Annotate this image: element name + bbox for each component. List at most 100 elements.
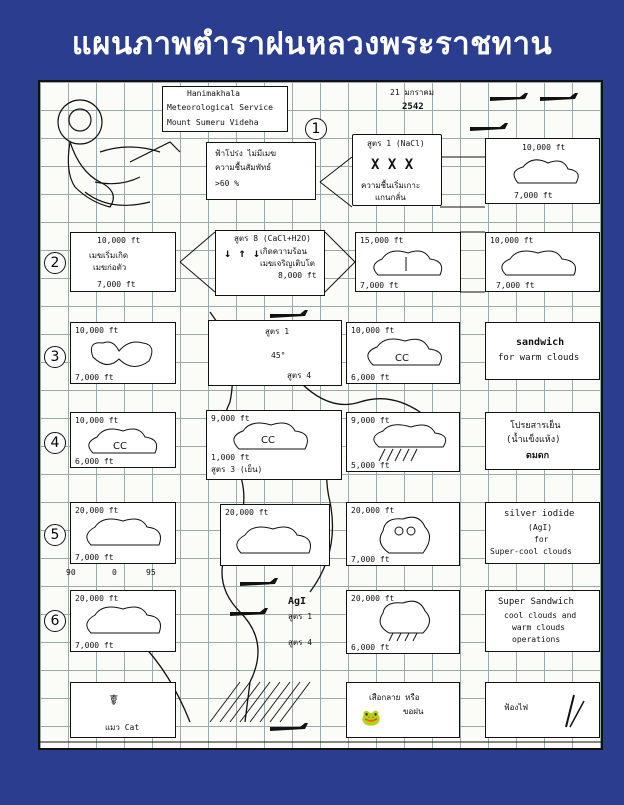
super-text-4: operations	[512, 635, 560, 644]
step3-sandwich-box: sandwich for warm clouds	[485, 322, 600, 380]
dry-ice-text-1: โปรยสารเย็น	[510, 421, 561, 431]
cloud-icon	[488, 245, 598, 281]
step3-right-alt-bottom: 6,000 ft	[351, 373, 390, 382]
step5-left-alt-top: 20,000 ft	[75, 506, 118, 515]
cloud-icon: CC	[349, 335, 457, 375]
step4-left-box: 10,000 ft CC 6,000 ft	[70, 412, 176, 468]
step3-left-alt-top: 10,000 ft	[75, 326, 118, 335]
cloud-icon	[488, 153, 598, 193]
step6-super-sandwich-box: Super Sandwich cool clouds and warm clou…	[485, 590, 600, 652]
step3-left-box: 10,000 ft 7,000 ft	[70, 322, 176, 384]
cat-symbol-icon: ☤	[109, 691, 119, 709]
header-line-2: Meteorological Service	[167, 103, 273, 112]
footer-frog-box: เสือกลาย หรือ ขอฝน 🐸	[346, 682, 460, 738]
cloud-icon	[73, 515, 173, 555]
step1-text-2: ความชื้นสัมพัทธ์	[215, 163, 271, 172]
step2-effect-2: เมฆเจริญเติบโต	[260, 259, 315, 268]
step4-right-alt-bottom: 5,000 ft	[351, 461, 390, 470]
step3-mid-box: สูตร 1 45° สูตร 4	[208, 320, 342, 386]
step1-alt-bottom: 7,000 ft	[514, 191, 553, 200]
agi-text-3: for	[534, 535, 548, 544]
cloud-icon	[358, 247, 458, 281]
step3-left-alt-bottom: 7,000 ft	[75, 373, 114, 382]
step-number-4: 4	[44, 432, 66, 454]
step2-right1-box: 15,000 ft 7,000 ft	[355, 232, 461, 292]
step6-left-box: 20,000 ft 7,000 ft	[70, 590, 176, 652]
step4-right-box: 9,000 ft 5,000 ft	[346, 412, 460, 472]
step-number-2: 2	[44, 252, 66, 274]
super-text-1: Super Sandwich	[498, 597, 574, 607]
frog-text-2: ขอฝน	[403, 707, 423, 716]
step4-left-alt-bottom: 6,000 ft	[75, 457, 114, 466]
frog-icon: 🐸	[361, 709, 381, 727]
step2-formula: สูตร 8 (CaCl+H2O)	[234, 234, 311, 243]
date-line-1: 21 มกราคม	[390, 88, 434, 97]
step1-cloud-box: 10,000 ft 7,000 ft	[485, 138, 600, 204]
step2-left-alt-bottom: 7,000 ft	[97, 280, 136, 289]
step5-right-alt-bottom: 7,000 ft	[351, 555, 390, 564]
step6-formula-2: สูตร 4	[288, 638, 312, 647]
cloud-icon	[73, 335, 173, 375]
step4-dryice-box: โปรยสารเย็น (น้ำแข็งแห้ง) ดมดก	[485, 412, 600, 470]
step-number-1: 1	[305, 118, 327, 140]
super-text-2: cool clouds and	[504, 611, 576, 620]
sandwich-title: sandwich	[516, 337, 564, 349]
frog-text-1: เสือกลาย หรือ	[369, 693, 420, 702]
step1-bottom-1: ความชื้นเริ่มเกาะ	[361, 181, 420, 190]
step1-alt-top: 10,000 ft	[522, 143, 565, 152]
step5-right-box: 20,000 ft 7,000 ft	[346, 502, 460, 566]
step5-mid-box: 20,000 ft	[220, 504, 330, 566]
step5-left-box: 20,000 ft 7,000 ft	[70, 502, 176, 564]
svg-text:CC: CC	[261, 435, 275, 446]
step5-silver-iodide-box: silver iodide (AgI) for Super-cool cloud…	[485, 502, 600, 564]
step2-right2-alt-top: 10,000 ft	[490, 236, 533, 245]
dry-ice-text-2: (น้ำแข็งแห้ง)	[506, 435, 561, 445]
step3-formula-bottom: สูตร 4	[287, 371, 311, 380]
header-line-3: Mount Sumeru Videha	[167, 118, 259, 127]
step4-mid-formula: สูตร 3 (เย็น)	[211, 465, 262, 474]
cloud-icon: CC	[209, 419, 339, 455]
agi-text-1: silver iodide	[504, 509, 574, 519]
step1-crosses: X X X	[371, 157, 413, 173]
dry-ice-text-3: ดมดก	[526, 451, 549, 461]
step2-right2-alt-bottom: 7,000 ft	[496, 281, 535, 290]
header-line-1: Hanimakhala	[187, 89, 240, 98]
step2-mid-box: สูตร 8 (CaCl+H2O) เกิดความร้อน เมฆเจริญเ…	[215, 230, 325, 296]
scale-label-2: 0	[112, 568, 117, 577]
rocket-icon	[560, 691, 590, 731]
cat-label: แมว Cat	[105, 723, 139, 732]
agi-text-4: Super-cool clouds	[490, 547, 572, 556]
scale-label-1: 90	[66, 568, 76, 577]
step2-right1-alt-top: 15,000 ft	[360, 236, 403, 245]
step5-mid-alt: 20,000 ft	[225, 508, 268, 517]
scale-label-3: 95	[146, 568, 156, 577]
storm-cloud-icon	[349, 513, 457, 557]
rain-cloud-icon	[349, 423, 457, 463]
sandwich-subtitle: for warm clouds	[498, 353, 579, 363]
step-number-6: 6	[44, 610, 66, 632]
header-info-box: Hanimakhala Meteorological Service Mount…	[162, 86, 288, 132]
step1-text-3: >60 %	[215, 179, 239, 188]
step2-left-text-1: เมฆเริ่มเกิด	[89, 251, 128, 260]
royal-rainmaking-diagram: Hanimakhala Meteorological Service Mount…	[38, 80, 603, 750]
agi-text-2: (AgI)	[528, 523, 552, 532]
step2-left-text-2: เมฆก่อตัว	[93, 263, 126, 272]
step6-right-alt-bottom: 6,000 ft	[351, 643, 390, 652]
step4-mid-alt-mid: 1,000 ft	[211, 453, 250, 462]
step2-left-alt-top: 10,000 ft	[97, 236, 140, 245]
step6-left-alt-bottom: 7,000 ft	[75, 641, 114, 650]
step5-left-alt-bottom: 7,000 ft	[75, 553, 114, 562]
footer-fire-box: ฟ้องไฟ	[485, 682, 600, 738]
step-number-5: 5	[44, 524, 66, 546]
svg-text:CC: CC	[395, 353, 409, 364]
super-text-3: warm clouds	[512, 623, 565, 632]
step-number-3: 3	[44, 346, 66, 368]
step2-right2-box: 10,000 ft 7,000 ft	[485, 232, 600, 292]
date-line-2: 2542	[402, 102, 424, 112]
step4-mid-box: 9,000 ft CC 1,000 ft สูตร 3 (เย็น)	[206, 410, 342, 480]
storm-rain-cloud-icon	[349, 599, 457, 643]
step2-left-box: 10,000 ft เมฆเริ่มเกิด เมฆก่อตัว 7,000 f…	[70, 232, 176, 292]
step1-seeding-box: สูตร 1 (NaCl) X X X ความชื้นเริ่มเกาะ แก…	[352, 134, 442, 206]
svg-text:CC: CC	[113, 441, 127, 452]
step1-bottom-2: แกนกลั่น	[375, 193, 406, 202]
